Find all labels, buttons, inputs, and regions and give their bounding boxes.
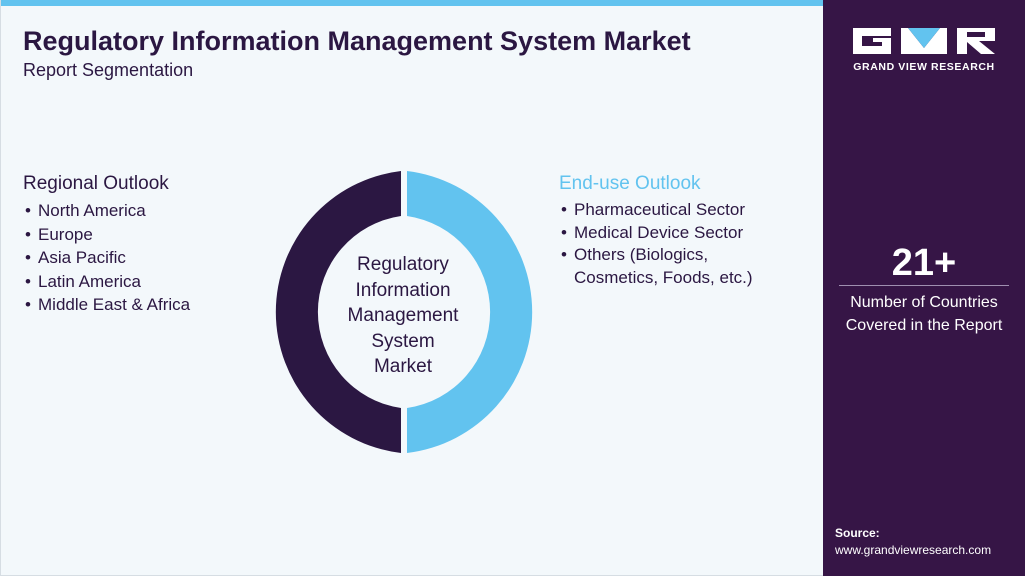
list-item: Middle East & Africa [23, 293, 190, 317]
donut-center-line: Market [373, 356, 433, 377]
regional-outlook-list: North America Europe Asia Pacific Latin … [23, 199, 190, 317]
page-subtitle: Report Segmentation [23, 60, 194, 80]
donut-center-line: Information [355, 279, 451, 301]
source-label: Source: [835, 526, 880, 540]
enduse-outlook-list: Pharmaceutical Sector Medical Device Sec… [559, 199, 753, 289]
list-item: Latin America [23, 270, 190, 294]
source-url[interactable]: www.grandviewresearch.com [835, 543, 992, 557]
countries-stat-value: 21+ [891, 242, 957, 284]
stat-caption-line: Number of Countries [850, 294, 998, 311]
donut-left-half [275, 171, 401, 453]
side-panel: GRAND VIEW RESEARCH 21+ Number of Countr… [823, 0, 1025, 576]
grand-view-research-logo [853, 28, 995, 54]
list-item: Europe [23, 223, 190, 247]
stat-divider [839, 285, 1009, 286]
donut-right-half [407, 171, 533, 453]
segmentation-donut [275, 171, 533, 453]
regional-outlook-section: Regional Outlook North America Europe As… [23, 173, 190, 317]
list-item: Pharmaceutical Sector [559, 199, 753, 222]
main-panel: Regulatory Information Management System… [0, 0, 823, 576]
brand-name: GRAND VIEW RESEARCH [853, 61, 995, 73]
enduse-outlook-heading: End-use Outlook [559, 173, 701, 194]
accent-top-bar [1, 0, 824, 6]
countries-stat-caption: Number of Countries Covered in the Repor… [823, 291, 1025, 337]
list-item: Others (Biologics, [559, 244, 753, 267]
list-item: Medical Device Sector [559, 222, 753, 245]
list-item: Asia Pacific [23, 246, 190, 270]
list-item-continuation: Cosmetics, Foods, etc.) [574, 267, 753, 287]
stat-caption-line: Covered in the Report [845, 317, 1003, 334]
regional-outlook-heading: Regional Outlook [23, 173, 169, 194]
donut-center-line: Regulatory [357, 254, 449, 275]
donut-center-label: Regulatory Information Management System… [323, 252, 483, 380]
enduse-outlook-section: End-use Outlook Pharmaceutical Sector Me… [559, 173, 753, 289]
list-item: North America [23, 199, 190, 223]
donut-center-line: System [371, 330, 435, 352]
donut-center-line: Management [347, 305, 459, 326]
page-title: Regulatory Information Management System… [23, 26, 691, 56]
